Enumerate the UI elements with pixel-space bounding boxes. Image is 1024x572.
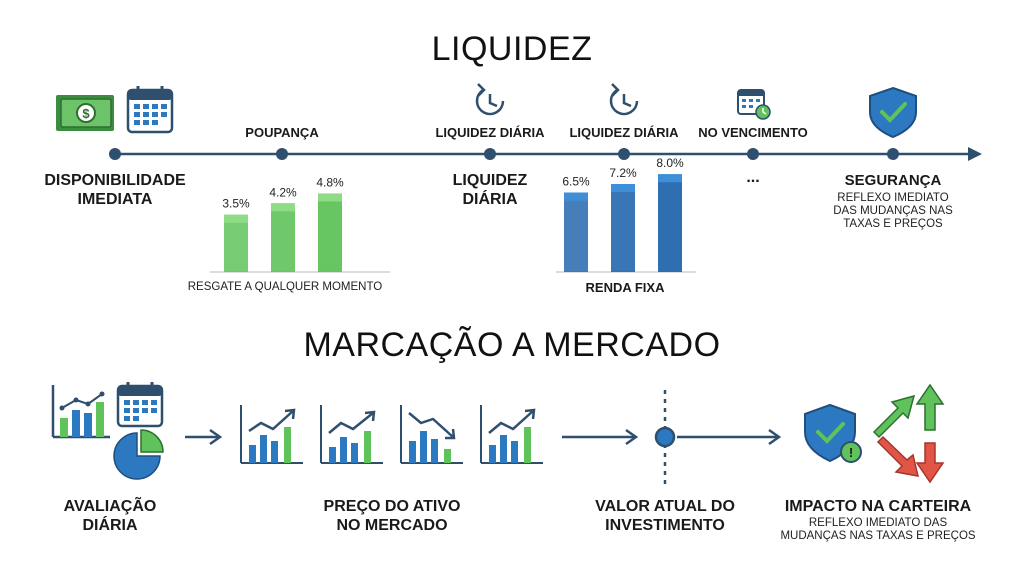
poupanca-label: POUPANÇA [245,125,319,140]
chart-bar [658,174,682,272]
chart-data-label: 4.8% [316,175,344,189]
avaliacao-label: AVALIAÇÃO DIÁRIA [45,497,175,535]
seguranca-desc-line3: TAXAS E PREÇOS [843,218,943,230]
calendar-clock-icon [737,89,771,120]
avaliacao-line1: AVALIAÇÃO [63,498,157,515]
bar-line-chart-icon [51,385,110,439]
disponibilidade-label: DISPONIBILIDADE IMEDIATA [25,171,205,209]
chart-bar [318,193,342,272]
no-vencimento-label: NO VENCIMENTO [698,125,808,140]
chart-bar-highlight [658,174,682,183]
chart-data-label: 8.0% [656,156,684,170]
chart-data-label: 4.2% [269,185,297,199]
valor-atual-label: VALOR ATUAL DO INVESTIMENTO [580,497,750,535]
chart-bar-highlight [611,184,635,192]
impacto-label: IMPACTO NA CARTEIRA [784,498,972,515]
trend-up-chart-icon [320,405,383,464]
seguranca-label: SEGURANÇA [844,172,942,189]
disponibilidade-line1: DISPONIBILIDADE [44,172,186,189]
pie-chart-icon [113,429,164,480]
valor-node [654,426,676,448]
flow-arrow [677,428,782,446]
calendar-icon [116,382,164,428]
chart-data-label: 6.5% [562,175,590,189]
preco-line2: NO MERCADO [336,517,448,534]
shield-check-icon [869,86,917,139]
chart-bar-highlight [224,214,248,223]
svg-text:!: ! [849,445,853,460]
preco-line1: PREÇO DO ATIVO [323,498,461,515]
clock-refresh-icon [609,83,639,116]
seguranca-desc-line2: DAS MUDANÇAS NAS [833,205,953,217]
trend-up-chart-icon [240,405,303,464]
disponibilidade-line2: IMEDIATA [77,191,153,208]
chart-bar-highlight [564,192,588,201]
poupanca-caption: RESGATE A QUALQUER MOMENTO [187,281,383,293]
liquidez-diaria-label-2: LIQUIDEZ DIÁRIA [569,125,679,140]
liquidez-diaria-line1: LIQUIDEZ [452,172,528,189]
arrow-down-icon [915,442,945,484]
money-icon: $ [56,95,114,131]
chart-data-label: 3.5% [222,197,250,211]
impacto-desc-line2: MUDANÇAS NAS TAXAS E PREÇOS [780,530,976,542]
timeline-dot [887,148,899,160]
timeline-dot [618,148,630,160]
avaliacao-line2: DIÁRIA [82,517,138,534]
seguranca-desc-line1: REFLEXO IMEDIATO [837,192,949,204]
impacto-description: REFLEXO IMEDIATO DAS MUDANÇAS NAS TAXAS … [768,517,988,543]
flow-arrow [562,428,639,446]
chart-bar-highlight [271,203,295,212]
valor-line1: VALOR ATUAL DO [595,498,735,515]
chart-bar [564,192,588,272]
arrow-up-right-icon [872,394,916,439]
timeline-dot [484,148,496,160]
timeline-dot [747,148,759,160]
clock-refresh-icon [475,83,505,116]
chart-bar [611,184,635,272]
liquidez-diaria-center-label: LIQUIDEZ DIÁRIA [425,171,555,209]
liquidez-diaria-line2: DIÁRIA [462,191,518,208]
trend-down-chart-icon [400,405,463,464]
renda-fixa-bar-chart: 6.5% 7.2% 8.0% [556,156,696,273]
shield-alert-icon: ! [804,403,862,463]
trend-up-chart-icon [480,405,543,464]
impacto-desc-line1: REFLEXO IMEDIATO DAS [808,517,948,529]
renda-fixa-caption: RENDA FIXA [585,280,665,295]
timeline-dot [109,148,121,160]
flow-arrow [185,428,223,446]
valor-line2: INVESTIMENTO [605,517,725,534]
timeline-dot [276,148,288,160]
timeline-arrowhead [968,147,982,161]
arrow-down-right-icon [876,435,919,477]
svg-text:$: $ [82,106,90,121]
ellipsis-label: ... [746,169,760,186]
calendar-icon [126,86,174,134]
chart-data-label: 7.2% [609,166,637,180]
preco-ativo-label: PREÇO DO ATIVO NO MERCADO [292,497,492,535]
chart-bar [224,214,248,272]
liquidez-title: LIQUIDEZ [431,30,593,68]
poupanca-bar-chart: 3.5% 4.2% 4.8% [210,175,390,273]
marcacao-title: MARCAÇÃO A MERCADO [303,326,721,364]
arrow-up-icon [915,383,945,431]
liquidez-diaria-label-1: LIQUIDEZ DIÁRIA [435,125,545,140]
chart-bar-highlight [318,193,342,202]
seguranca-description: REFLEXO IMEDIATO DAS MUDANÇAS NAS TAXAS … [808,192,978,231]
chart-bar [271,203,295,272]
